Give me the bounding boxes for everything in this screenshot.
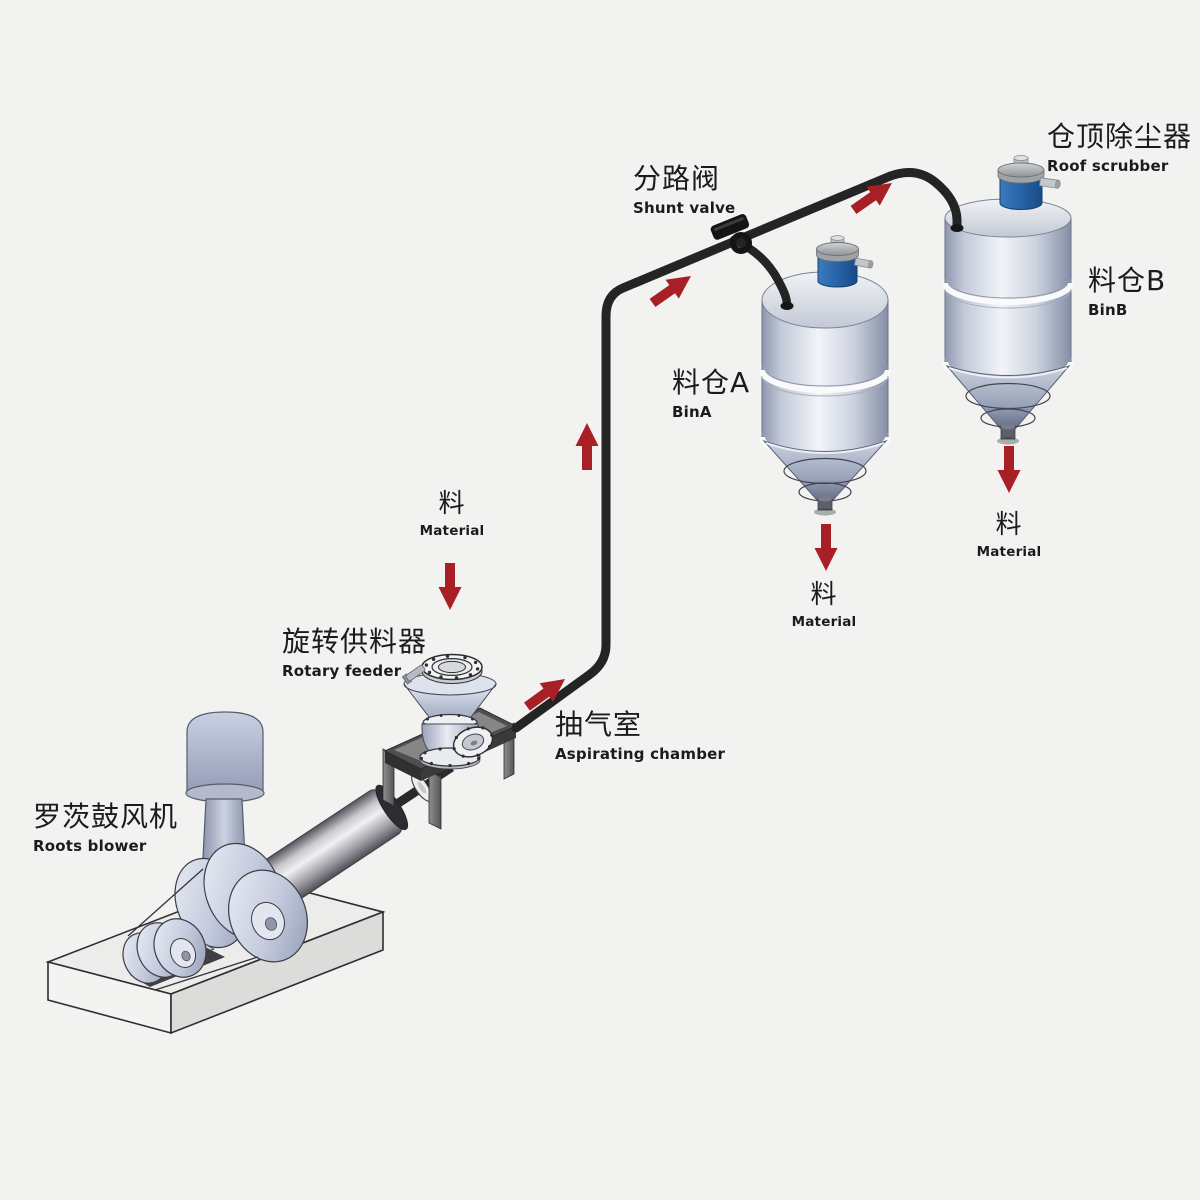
label-roots-blower: 罗茨鼓风机 Roots blower (33, 802, 178, 855)
flow-arrow-riser (575, 423, 599, 470)
label-material-bin-a-zh: 料 (810, 580, 838, 610)
label-material-bin-b-en: Material (976, 544, 1042, 561)
label-aspirating-chamber-en: Aspirating chamber (555, 745, 726, 764)
label-material-feed-en: Material (419, 523, 485, 540)
label-bin-a-en: BinA (672, 403, 712, 422)
label-shunt-valve-zh: 分路阀 (633, 162, 721, 195)
main-pipe (511, 168, 962, 733)
roof-filter-a (816, 235, 874, 288)
branch-pipe-to-bin-a (729, 235, 792, 310)
bin-a (759, 235, 891, 516)
label-roof-scrubber-zh: 仓顶除尘器 (1047, 120, 1193, 153)
label-rotary-feeder-en: Rotary feeder (282, 662, 402, 681)
flow-arrow-material-feed (438, 563, 462, 610)
flow-arrows (438, 173, 1021, 716)
label-material-feed: 料 Material (419, 489, 485, 540)
label-roots-blower-zh: 罗茨鼓风机 (33, 800, 179, 833)
shunt-valve-device (710, 214, 752, 254)
bin-b (942, 155, 1074, 445)
label-roof-scrubber-en: Roof scrubber (1047, 157, 1169, 176)
label-shunt-valve-en: Shunt valve (633, 199, 736, 218)
flow-arrow-bin-b-discharge (997, 446, 1021, 493)
label-bin-a: 料仓A BinA (672, 368, 750, 421)
label-bin-b-zh: 料仓B (1088, 264, 1167, 297)
flow-arrow-bin-a-discharge (814, 524, 838, 571)
intake-silencer (185, 711, 265, 866)
rotary-feeder-device (401, 653, 497, 770)
label-material-bin-a-en: Material (791, 614, 857, 631)
label-bin-b: 料仓B BinB (1088, 266, 1166, 319)
label-bin-a-zh: 料仓A (672, 366, 751, 399)
label-roots-blower-en: Roots blower (33, 837, 147, 856)
roots-blower-machine (122, 711, 454, 991)
label-aspirating-chamber-zh: 抽气室 (555, 708, 643, 741)
label-rotary-feeder: 旋转供料器 Rotary feeder (282, 627, 427, 680)
label-shunt-valve: 分路阀 Shunt valve (633, 164, 735, 217)
pipe-inlet-bin-b (950, 224, 964, 232)
impeller-discs (122, 842, 308, 991)
label-material-bin-b: 料 Material (976, 510, 1042, 561)
label-aspirating-chamber: 抽气室 Aspirating chamber (555, 710, 725, 763)
label-rotary-feeder-zh: 旋转供料器 (282, 625, 428, 658)
label-bin-b-en: BinB (1088, 301, 1128, 320)
label-material-feed-zh: 料 (438, 489, 466, 519)
roof-filter-b (997, 155, 1061, 210)
label-roof-scrubber: 仓顶除尘器 Roof scrubber (1047, 122, 1192, 175)
label-material-bin-b-zh: 料 (995, 510, 1023, 540)
feeder-lever (401, 664, 426, 685)
pipe-inlet-bin-a (780, 302, 794, 310)
label-material-bin-a: 料 Material (791, 580, 857, 631)
